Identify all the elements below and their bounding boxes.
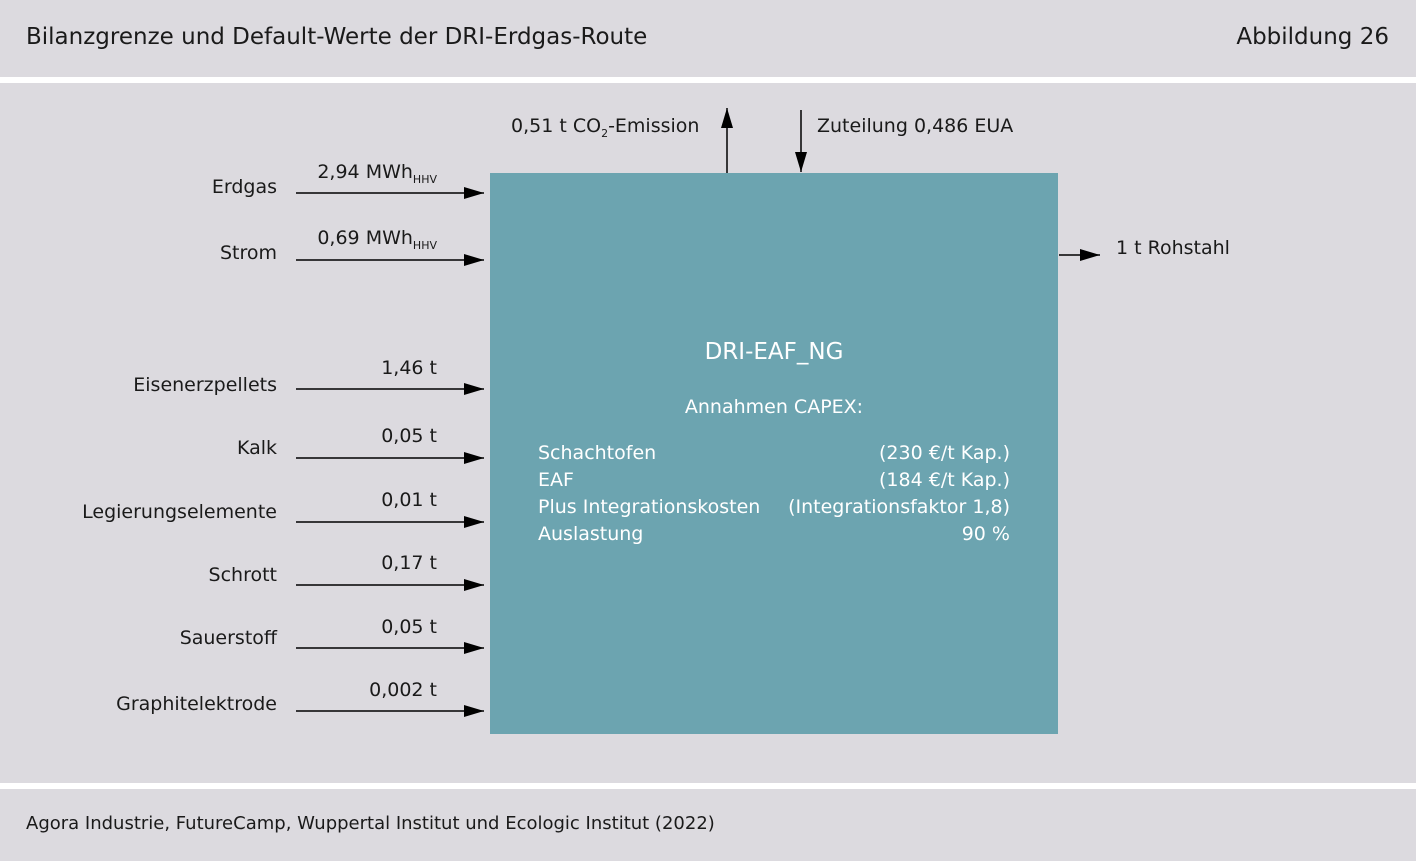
- input-value-graphitelektrode: 0,002 t: [369, 679, 437, 701]
- input-name-schrott: Schrott: [208, 564, 277, 586]
- capex-key: Schachtofen: [538, 442, 657, 464]
- divider-bottom: [0, 783, 1416, 789]
- capex-heading: Annahmen CAPEX:: [684, 396, 864, 418]
- capex-value: (230 €/t Kap.): [879, 442, 1010, 464]
- output-label: 1 t Rohstahl: [1116, 237, 1230, 259]
- input-value-strom: 0,69 MWhHHV: [317, 227, 437, 252]
- input-value-schrott: 0,17 t: [381, 552, 437, 574]
- capex-value: (184 €/t Kap.): [879, 469, 1010, 491]
- capex-key: Auslastung: [538, 523, 644, 545]
- capex-value: (Integrationsfaktor 1,8): [788, 496, 1010, 518]
- input-value-legierungselemente: 0,01 t: [381, 489, 437, 511]
- header-bar: [0, 0, 1416, 77]
- input-name-legierungselemente: Legierungselemente: [82, 501, 277, 523]
- capex-key: Plus Integrationskosten: [538, 496, 761, 518]
- input-value-sauerstoff: 0,05 t: [381, 616, 437, 638]
- capex-value: 90 %: [961, 523, 1010, 545]
- input-name-kalk: Kalk: [236, 437, 277, 459]
- input-name-graphitelektrode: Graphitelektrode: [116, 693, 277, 715]
- allocation-label: Zuteilung 0,486 EUA: [817, 115, 1014, 137]
- input-value-kalk: 0,05 t: [381, 425, 437, 447]
- input-name-strom: Strom: [219, 242, 277, 264]
- source-note: Agora Industrie, FutureCamp, Wuppertal I…: [26, 813, 715, 834]
- input-value-erdgas: 2,94 MWhHHV: [317, 161, 437, 186]
- emission-label: 0,51 t CO2-Emission: [511, 115, 700, 140]
- figure-number: Abbildung 26: [1236, 24, 1389, 50]
- input-name-sauerstoff: Sauerstoff: [179, 627, 277, 649]
- divider-top: [0, 77, 1416, 83]
- capex-key: EAF: [538, 469, 574, 491]
- process-name: DRI-EAF_NG: [704, 339, 844, 365]
- process-box: DRI-EAF_NG Annahmen CAPEX: Schachtofen (…: [490, 173, 1058, 734]
- input-name-eisenerzpellets: Eisenerzpellets: [133, 374, 277, 396]
- input-value-eisenerzpellets: 1,46 t: [381, 357, 437, 379]
- input-name-erdgas: Erdgas: [211, 176, 277, 198]
- page-title: Bilanzgrenze und Default-Werte der DRI-E…: [26, 24, 648, 50]
